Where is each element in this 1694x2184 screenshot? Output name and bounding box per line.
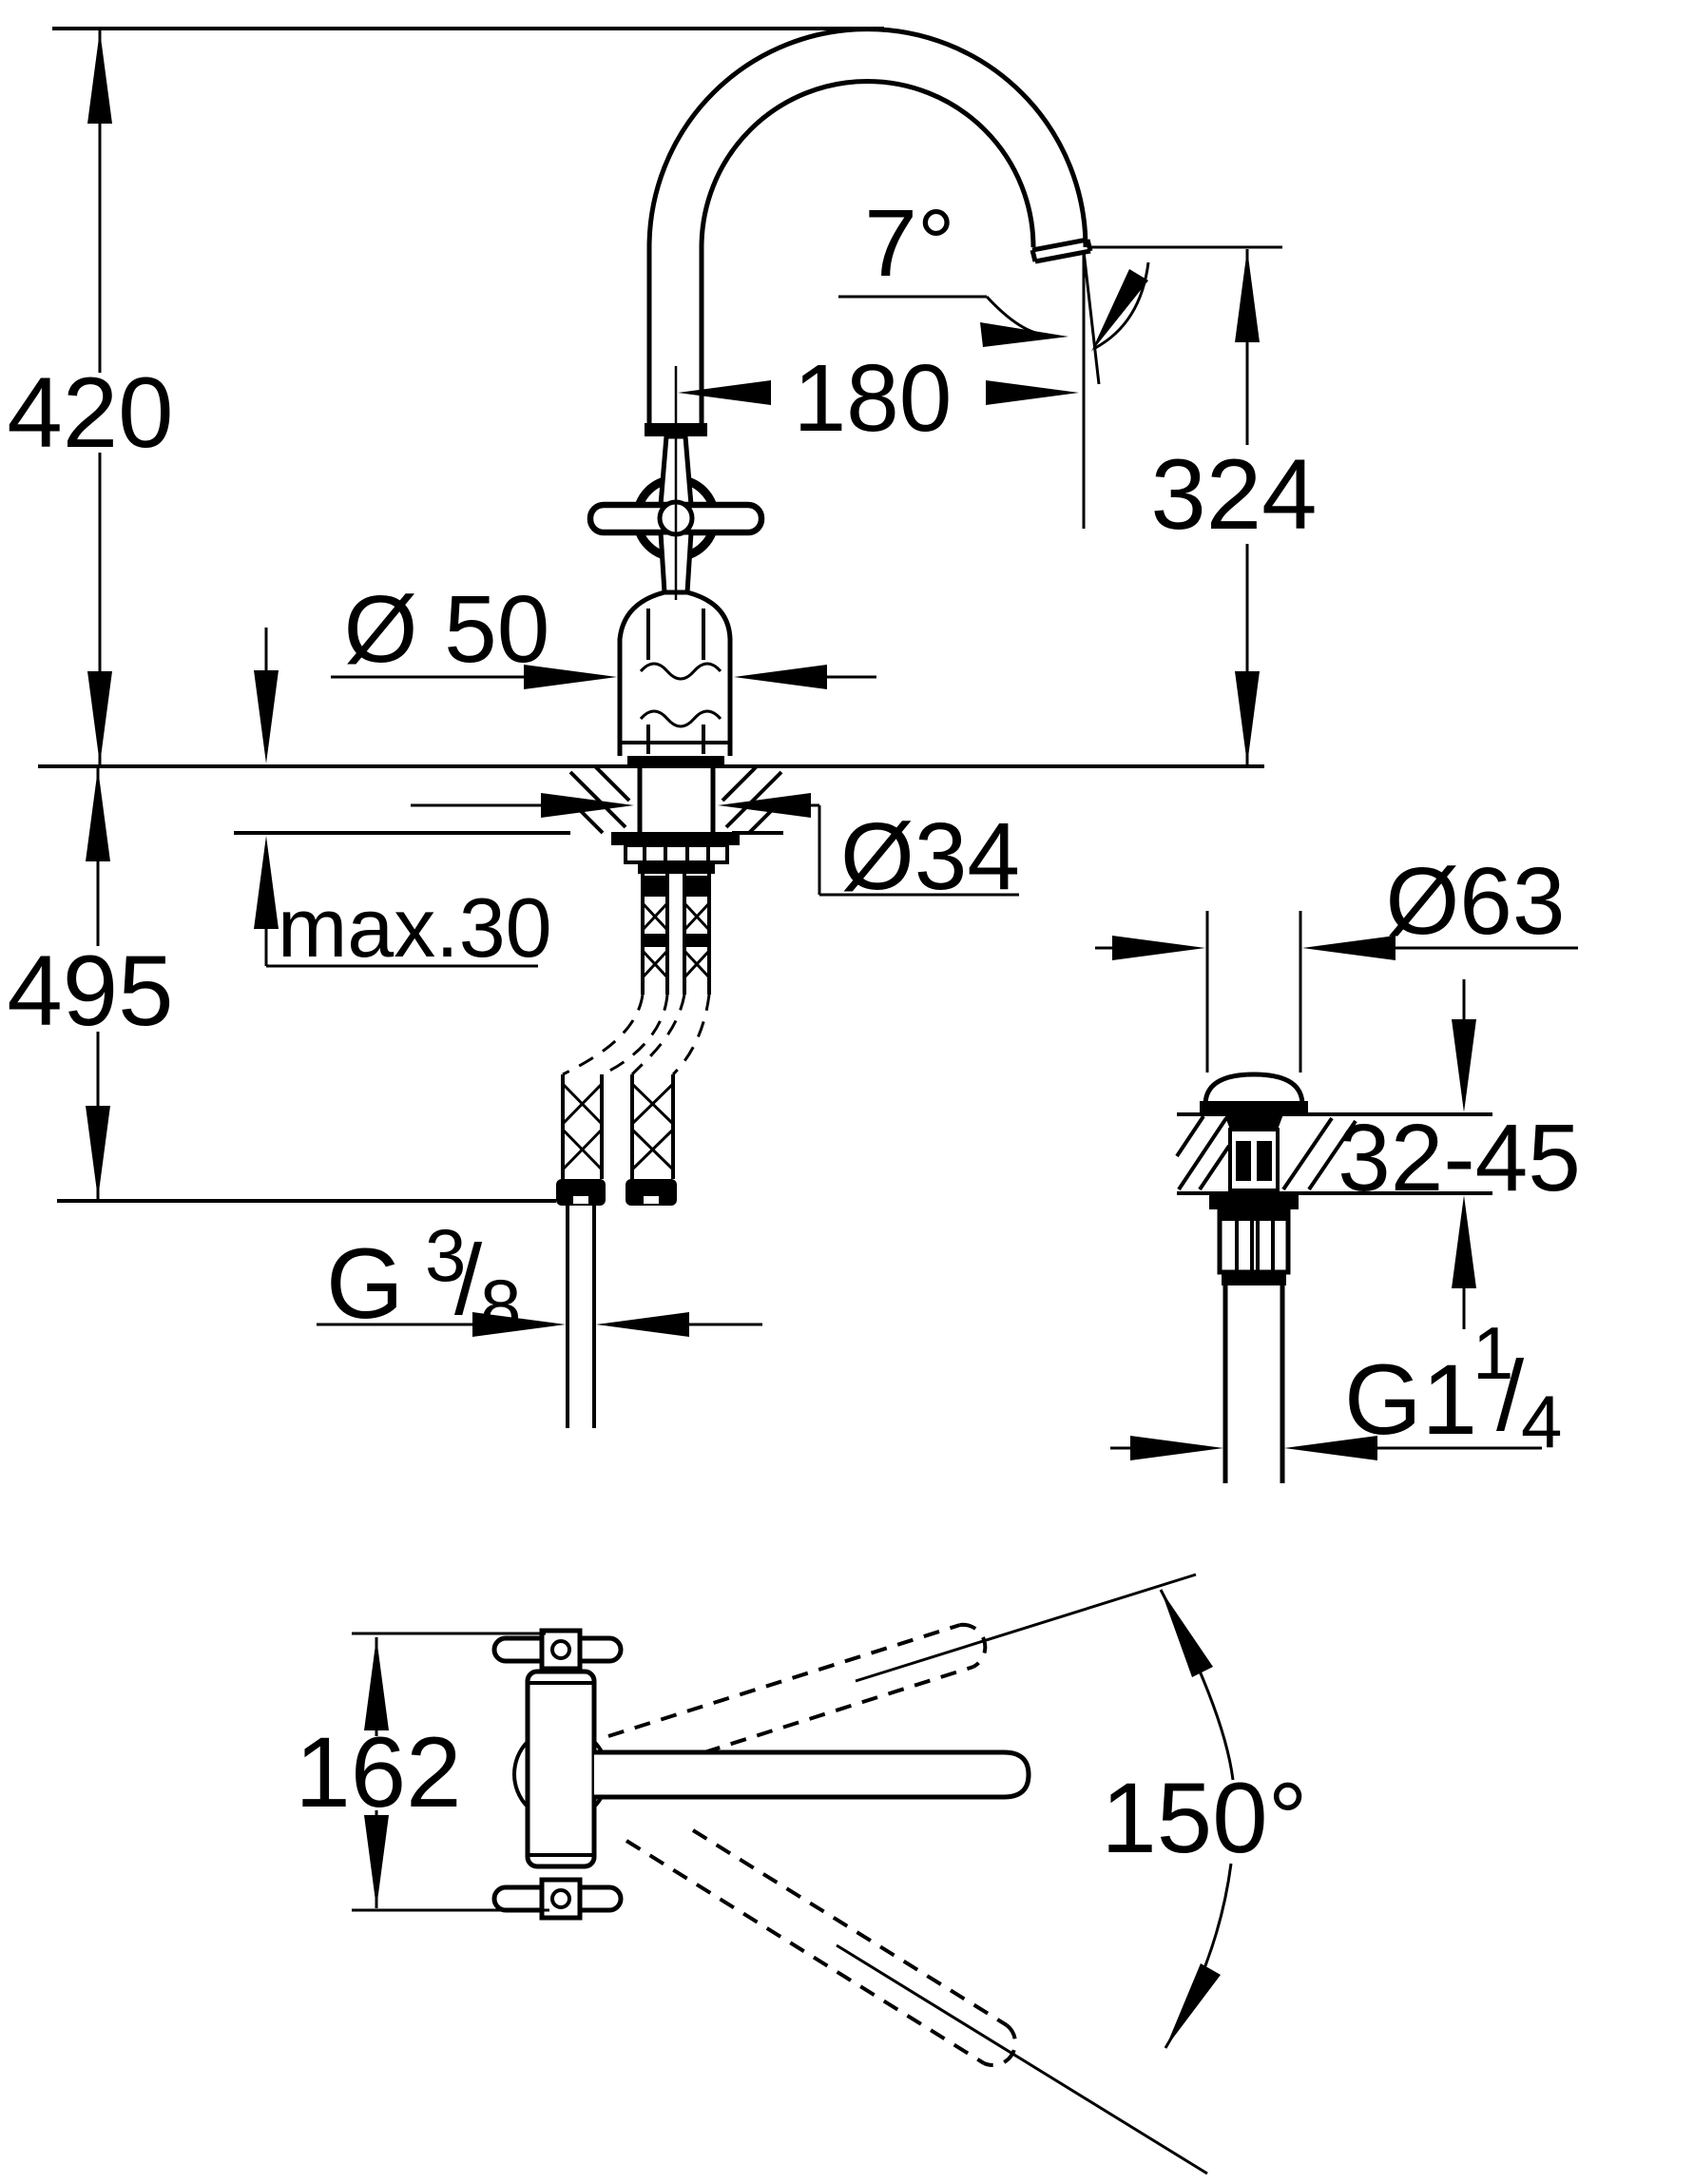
label-3245: 32-45 [1338,1105,1581,1211]
body-left-edge [617,589,665,756]
hose-connector-right [626,1179,677,1206]
label-g38-prefix: G [326,1228,404,1340]
label-g114-numerator: 1 [1473,1311,1513,1395]
waste-cap-dome [1203,1072,1305,1106]
mounting-nut [624,843,729,864]
label-420: 420 [7,358,173,469]
spout-swivel-position-upper [607,1622,988,1754]
spout-swivel-position-lower [625,1828,1017,2067]
hose-connector-left [556,1179,606,1206]
label-g38-numerator: 3 [425,1213,466,1297]
hose-braid-right [630,1074,675,1179]
label-d63: Ø63 [1385,848,1565,955]
label-d34: Ø34 [840,803,1020,910]
label-g114-slash: / [1496,1341,1525,1452]
dimension-outlet-height: 324 [1088,245,1318,764]
spout-plan [594,1749,1031,1800]
supply-hose-right-upper [683,874,711,995]
label-d50: Ø 50 [344,576,550,683]
label-324: 324 [1150,439,1317,551]
spout-outlet-face [1030,237,1093,264]
label-150deg: 150° [1101,1763,1307,1874]
reference-lines [38,27,1264,1203]
handle-plan-top [491,1628,624,1672]
label-g38-denominator: 8 [480,1264,521,1347]
faucet-front-view [587,27,1093,767]
dimension-fixture-depth: 162 [295,1632,549,1912]
base-flange [627,756,724,767]
dimension-max-deck-thickness: max.30 [254,628,552,975]
spout-inner-edge [699,79,1036,423]
hose-braid-left [561,1074,604,1179]
faucet-top-view [491,1622,1031,2067]
hose-curve-left [562,994,669,1076]
label-g38-slash: / [454,1225,483,1336]
label-162: 162 [295,1717,461,1828]
handle-plan-bottom [491,1877,624,1921]
waste-tailpipe [1222,1285,1285,1483]
label-7deg: 7° [864,190,955,297]
break-line-upper [639,662,722,681]
label-max30: max.30 [278,880,552,975]
label-495: 495 [7,936,173,1047]
dimension-shank-diameter: Ø34 [411,793,1020,910]
supply-nipple [566,1206,596,1428]
hose-curve-right [630,994,711,1076]
waste-cap-rim [1200,1101,1308,1114]
dimension-swivel-angle: 150° [836,1573,1308,2175]
annotation-outlet-angle: 7° [838,190,1150,529]
countertop-hatching [568,764,783,835]
threaded-shank [637,766,716,832]
spout-outer-edge [646,27,1088,423]
supply-hose-left-upper [641,874,669,995]
dimension-spout-reach: 180 [678,345,1079,452]
mounting-shank-assembly [556,766,740,1428]
label-180: 180 [794,345,953,452]
label-g114-prefix: G1 [1344,1344,1477,1456]
label-g114-denominator: 4 [1521,1380,1562,1463]
dimension-body-diameter: Ø 50 [331,576,876,689]
break-line-lower [639,709,722,728]
body-plan [525,1669,597,1869]
dimension-overall-height: 495 [7,768,174,1199]
drain-waste-view: Ø63 32-45 G1 1 / 4 [1095,848,1581,1483]
dimension-height-above-deck: 420 [7,30,174,764]
body-right-edge [686,589,733,756]
dimension-supply-thread: G 3 / 8 [317,1213,762,1347]
